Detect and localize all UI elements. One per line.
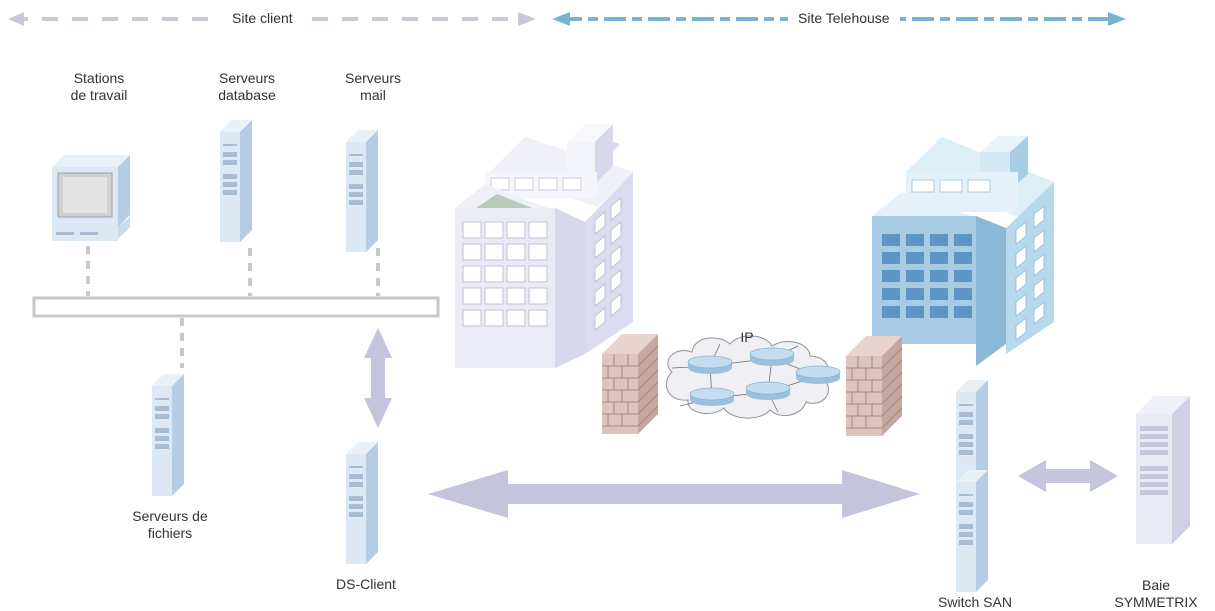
ds-client-server-icon	[346, 442, 378, 564]
left-arrowhead-icon	[8, 12, 24, 26]
right-arrowhead-icon	[518, 12, 536, 26]
switch-san-label: Switch SAN	[938, 594, 1012, 610]
san-symmetrix-arrow	[1018, 460, 1118, 492]
switch-san-lower-icon	[956, 470, 988, 592]
firewall-right-icon	[845, 335, 903, 437]
symmetrix-array-icon	[1136, 396, 1190, 544]
site-telehouse-label: Site Telehouse	[788, 10, 900, 27]
stations-label: Stations de travail	[70, 70, 128, 103]
ip-label: IP	[740, 329, 754, 345]
telehouse-building-icon	[872, 136, 1054, 366]
database-server-icon	[220, 120, 252, 242]
workstation-icon	[52, 155, 130, 241]
firewall-left-icon	[601, 333, 659, 435]
site-client-label: Site client	[222, 10, 303, 27]
client-building-icon	[455, 124, 633, 368]
connectors	[86, 246, 380, 368]
mail-server-icon	[346, 130, 378, 252]
mail-servers-label: Serveurs mail	[344, 70, 402, 103]
file-server-icon	[152, 374, 184, 496]
ds-client-label: DS-Client	[336, 576, 396, 592]
ip-cloud-icon	[666, 335, 841, 419]
db-servers-label: Serveurs database	[218, 70, 276, 103]
ds-client-san-arrow	[428, 470, 920, 518]
right-arrowhead-icon	[1108, 12, 1126, 26]
lan-bus	[32, 296, 440, 318]
site-client-divider	[8, 12, 536, 26]
left-arrowhead-icon	[552, 12, 570, 26]
file-servers-label: Serveurs de fichiers	[132, 508, 208, 541]
baie-symmetrix-label: Baie SYMMETRIX	[1114, 577, 1198, 610]
lan-ds-client-arrow	[364, 328, 392, 428]
